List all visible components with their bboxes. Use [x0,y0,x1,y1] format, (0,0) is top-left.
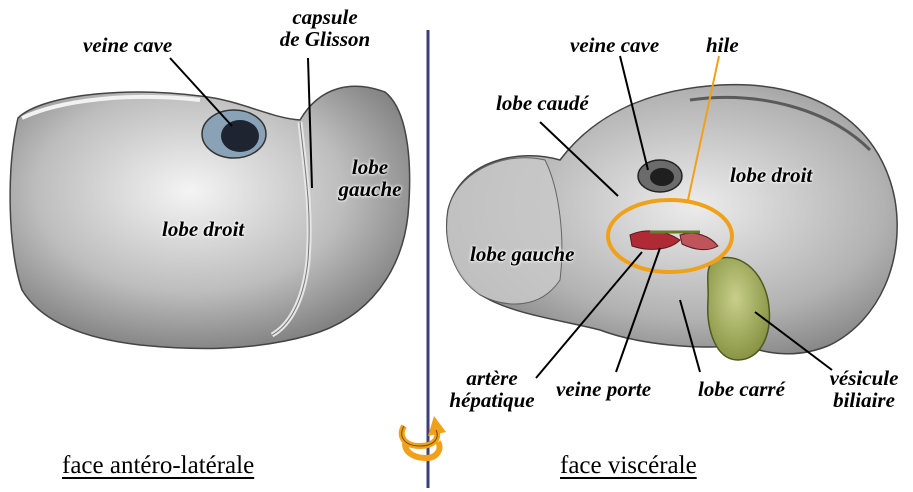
label-lobe-droit-left: lobe droit [162,218,244,240]
label-artere-hepatique: artère hépatique [440,367,544,411]
label-capsule-line2: de Glisson [270,28,380,50]
caption-right: face viscérale [560,452,697,480]
label-capsule-line1: capsule [270,6,380,28]
label-veine-cave-left: veine cave [83,34,172,56]
label-lobe-gauche-left: lobe gauche [330,156,410,200]
label-lobe-droit-right: lobe droit [730,164,812,186]
caption-left: face antéro-latérale [62,452,254,480]
label-lobe-carre: lobe carré [698,378,785,400]
label-lobe-gauche-line1: lobe [330,156,410,178]
label-veine-porte: veine porte [556,378,651,400]
label-artere-line2: hépatique [440,389,544,411]
rotation-arrow-icon [402,416,446,458]
label-lobe-gauche-line2: gauche [330,178,410,200]
label-hile: hile [706,34,739,56]
label-vesicule-line1: vésicule [818,367,910,389]
label-capsule-glisson: capsule de Glisson [270,6,380,50]
right-liver [447,85,898,360]
label-vesicule-line2: biliaire [818,389,910,411]
label-artere-line1: artère [440,367,544,389]
label-lobe-gauche-right: lobe gauche [470,243,574,265]
label-vesicule-biliaire: vésicule biliaire [818,367,910,411]
label-veine-cave-right: veine cave [570,34,659,56]
label-lobe-caude: lobe caudé [496,92,589,114]
